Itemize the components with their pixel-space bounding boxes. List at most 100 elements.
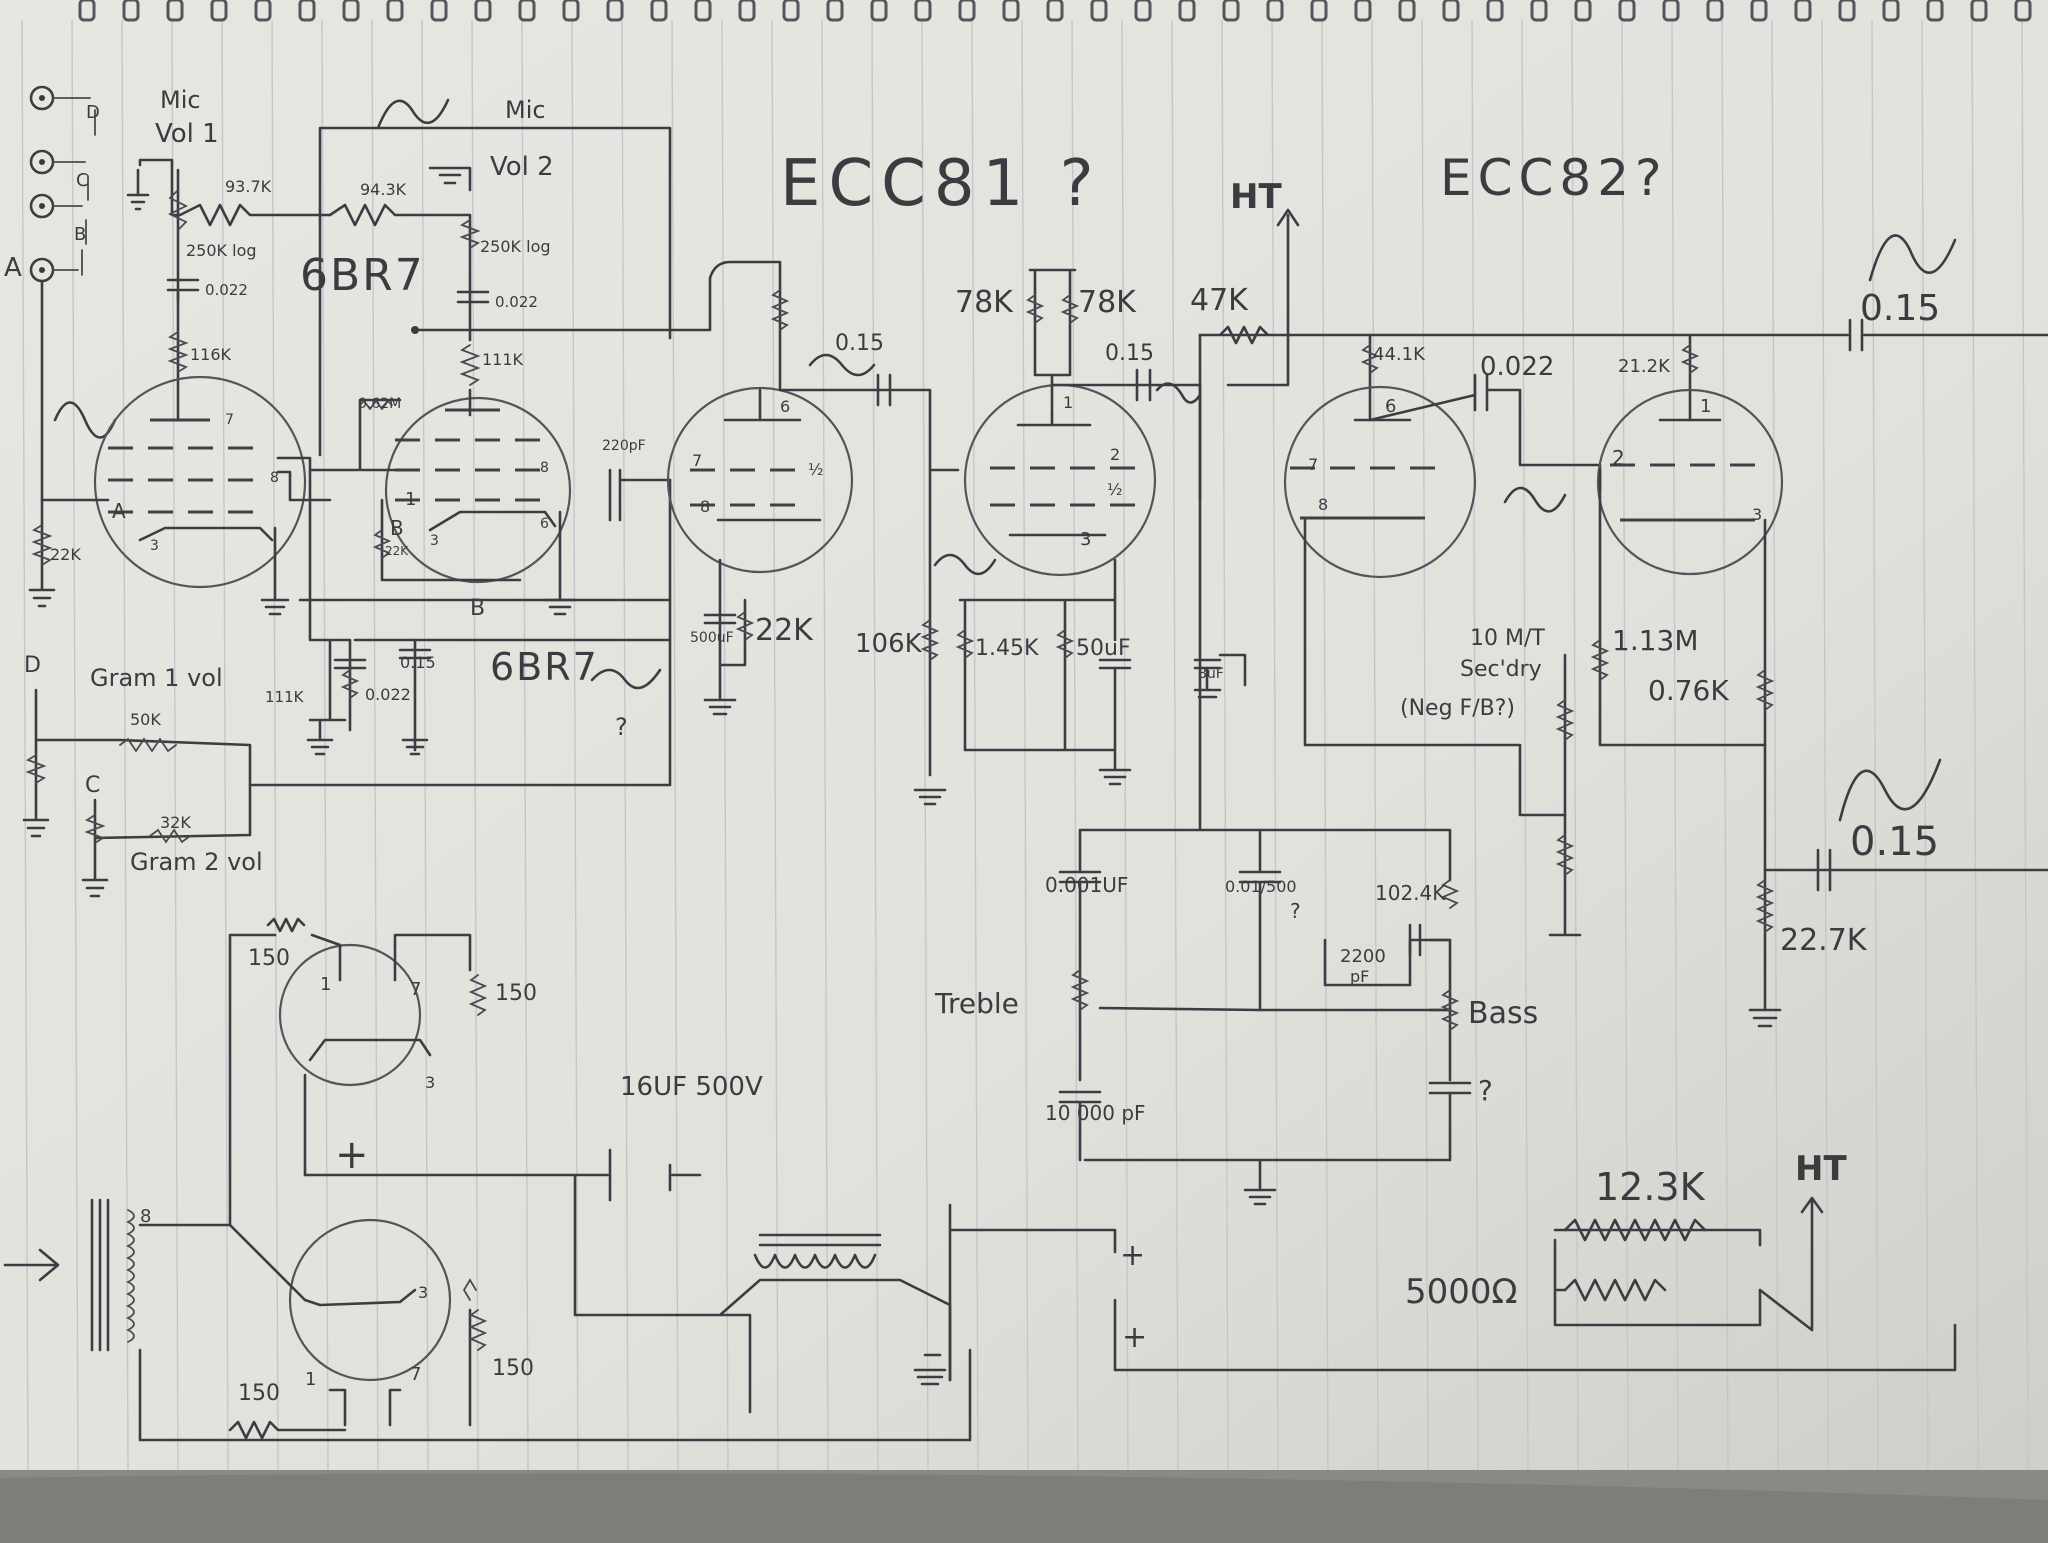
- plus-c: +: [1122, 1320, 1147, 1355]
- tube-ecc82-left: 6 7 8: [1283, 385, 1477, 579]
- notebook-rule-line: [1071, 19, 1079, 1471]
- cap-015-out2: 0.15: [1850, 819, 1939, 865]
- spiral-ring: [870, 0, 888, 22]
- spiral-ring: [1970, 0, 1988, 22]
- notebook-rule-line: [671, 19, 679, 1471]
- tube-6br7-right: 1 8 6 3 B B 0.62M 22K: [308, 388, 577, 621]
- r-111k-b: 111K: [265, 688, 305, 706]
- notebook-rule-line: [1171, 19, 1179, 1471]
- r-0-62m: 0.62M: [358, 396, 401, 412]
- tube-6br7-left: 7 8 3 A: [40, 375, 332, 616]
- spiral-ring: [518, 0, 536, 22]
- gram1-vol: Gram 1 vol: [90, 664, 223, 692]
- sine-out2: [1838, 758, 1942, 822]
- svg-text:B: B: [470, 596, 485, 621]
- svg-text:7: 7: [410, 979, 421, 1000]
- r-150-b: 150: [495, 981, 537, 1006]
- spiral-ring: [782, 0, 800, 22]
- spiral-ring: [562, 0, 580, 22]
- spiral-ring: [914, 0, 932, 22]
- spiral-ring: [1090, 0, 1108, 22]
- svg-text:3: 3: [418, 1283, 428, 1302]
- fb-line3: (Neg F/B?): [1400, 696, 1515, 721]
- r-21-2k: 21.2K: [1618, 356, 1671, 377]
- spiral-ring: [166, 0, 184, 22]
- spiral-ring: [1354, 0, 1372, 22]
- notebook-rule-line: [1921, 19, 1929, 1471]
- cap-50uf: 50uF: [1076, 636, 1131, 661]
- r-47k: 47K: [1190, 283, 1249, 318]
- notebook-rule-line: [271, 19, 279, 1471]
- r-5000-ohm: 5000Ω: [1405, 1272, 1518, 1312]
- spiral-ring: [1442, 0, 1460, 22]
- jack-c-label: C: [76, 170, 89, 191]
- spiral-ring: [430, 0, 448, 22]
- r-106k: 106K: [855, 629, 923, 659]
- cap-220pf: 220pF: [602, 438, 646, 454]
- svg-text:7: 7: [410, 1364, 421, 1385]
- cap-10000pf: 10 000 pF: [1045, 1101, 1146, 1125]
- cap-16uf-500v: 16UF 500V: [620, 1072, 763, 1102]
- notebook-rule-line: [871, 19, 879, 1471]
- svg-text:3: 3: [1752, 505, 1762, 524]
- svg-text:7: 7: [1308, 455, 1318, 474]
- pot-250k-log-1: 250K log: [186, 241, 257, 260]
- cap-0022-b: 0.022: [495, 293, 538, 311]
- notebook-rule-line: [571, 19, 579, 1471]
- spiral-ring: [1486, 0, 1504, 22]
- svg-text:3: 3: [1080, 529, 1091, 550]
- svg-text:3: 3: [425, 1073, 435, 1092]
- svg-text:6: 6: [780, 397, 790, 416]
- r-44-1k: 44.1K: [1373, 344, 1426, 365]
- spiral-ring: [958, 0, 976, 22]
- cap-500uf-a: 500uF: [690, 630, 734, 646]
- spiral-ring: [738, 0, 756, 22]
- cap-015-a: 0.15: [835, 331, 884, 356]
- notebook-rule-line: [121, 19, 129, 1471]
- svg-text:6: 6: [540, 516, 549, 532]
- spiral-ring: [1662, 0, 1680, 22]
- spiral-ring: [1134, 0, 1152, 22]
- treble-label: Treble: [934, 987, 1019, 1020]
- svg-text:7: 7: [692, 451, 702, 470]
- cap-2200pf-1: 2200: [1340, 946, 1386, 967]
- cap-q: ?: [1290, 899, 1301, 923]
- svg-text:2: 2: [1110, 445, 1120, 464]
- spiral-ring: [1882, 0, 1900, 22]
- svg-text:1: 1: [1700, 396, 1711, 417]
- spiral-ring: [78, 0, 96, 22]
- svg-text:2: 2: [1612, 446, 1625, 470]
- svg-text:3: 3: [150, 538, 159, 554]
- tube-ecc81-left: 6 7 8 ½: [666, 386, 854, 574]
- svg-text:½: ½: [808, 460, 824, 479]
- svg-text:7: 7: [225, 412, 234, 428]
- notebook-rule-line: [471, 19, 479, 1471]
- notebook-rule-line: [521, 19, 529, 1471]
- spiral-ring: [1310, 0, 1328, 22]
- plus-a: +: [335, 1132, 369, 1178]
- cap-8uf: 8uF: [1198, 666, 1224, 682]
- svg-text:B: B: [390, 516, 404, 540]
- notebook-rule-line: [21, 19, 29, 1471]
- gram2-vol: Gram 2 vol: [130, 848, 263, 876]
- mic-vol2-line1: Mic: [505, 96, 546, 124]
- notebook-rule-line: [1121, 19, 1129, 1471]
- r-111k-a: 111K: [482, 350, 524, 369]
- svg-text:8: 8: [270, 470, 279, 486]
- tube-label-ecc82: ECC82?: [1440, 149, 1668, 207]
- svg-text:1: 1: [320, 974, 331, 995]
- tube-label-ecc81: ECC81 ?: [780, 147, 1102, 221]
- svg-text:8: 8: [540, 460, 549, 476]
- ht-top-label: HT: [1230, 177, 1282, 217]
- notebook-rule-line: [971, 19, 979, 1471]
- notebook-rule-line: [71, 19, 79, 1471]
- spiral-ring: [1530, 0, 1548, 22]
- r-150-c: 150: [492, 1356, 534, 1381]
- gram-d-label: D: [24, 653, 41, 678]
- cap-2200pf-2: pF: [1350, 967, 1369, 986]
- r-1-13m: 1.13M: [1612, 624, 1699, 657]
- cap-015-b: 0.15: [1105, 341, 1154, 366]
- r-22k-c: 22K: [755, 613, 814, 648]
- svg-text:8: 8: [700, 497, 710, 516]
- mic-vol1-line2: Vol 1: [155, 119, 219, 149]
